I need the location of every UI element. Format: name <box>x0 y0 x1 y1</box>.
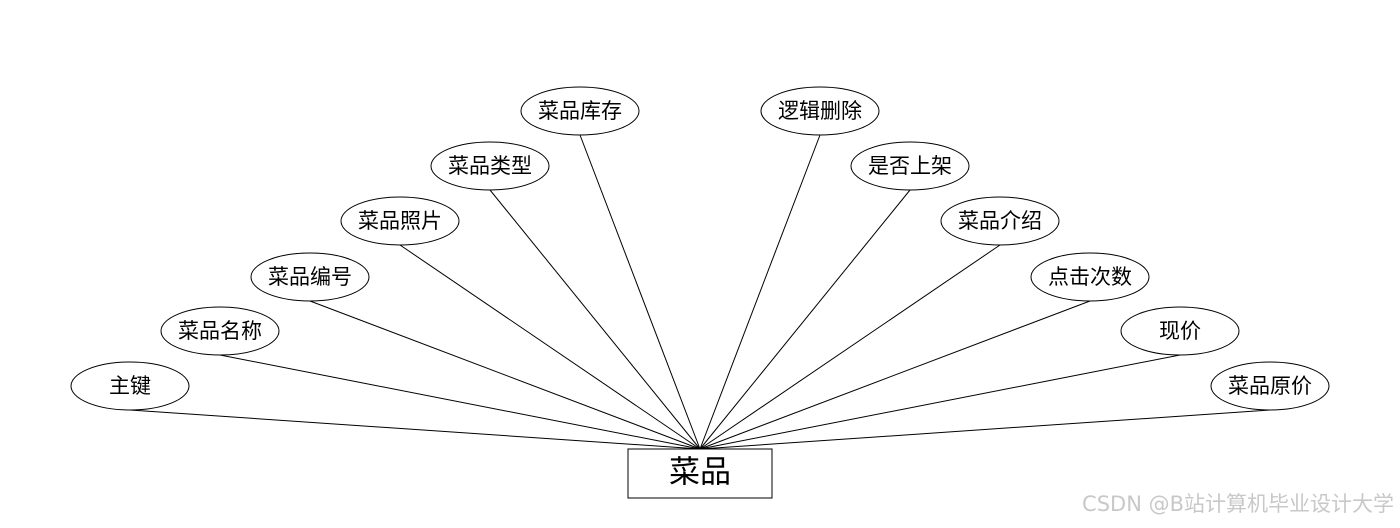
entity-box <box>627 448 773 499</box>
attribute-label: 菜品介绍 <box>958 209 1042 233</box>
attribute-dish-photo: 菜品照片 <box>340 196 460 246</box>
connector-original-price <box>699 409 1271 450</box>
attribute-ellipse <box>160 306 280 356</box>
connector-primary-key <box>129 409 701 450</box>
connector-dish-photo <box>399 244 701 450</box>
entity-dish: 菜品 <box>627 448 773 499</box>
connector-dish-intro <box>699 244 1001 450</box>
attribute-label: 是否上架 <box>868 154 952 178</box>
attribute-click-count: 点击次数 <box>1030 252 1150 302</box>
attribute-ellipse <box>940 196 1060 246</box>
attribute-ellipse <box>70 361 190 411</box>
attribute-dish-type: 菜品类型 <box>430 141 550 191</box>
connector-dish-type <box>489 189 701 450</box>
csdn-watermark: CSDN @B站计算机毕业设计大学 <box>1082 492 1394 516</box>
attribute-original-price: 菜品原价 <box>1210 361 1330 411</box>
attribute-logical-delete: 逻辑删除 <box>760 86 880 136</box>
attribute-label: 菜品原价 <box>1228 374 1312 398</box>
attribute-is-listed: 是否上架 <box>850 141 970 191</box>
attribute-label: 点击次数 <box>1048 265 1132 289</box>
connector-is-listed <box>699 189 911 450</box>
attribute-label: 逻辑删除 <box>778 99 862 123</box>
attribute-ellipse <box>430 141 550 191</box>
attribute-dish-intro: 菜品介绍 <box>940 196 1060 246</box>
attribute-label: 菜品库存 <box>538 99 622 123</box>
attribute-dish-number: 菜品编号 <box>250 252 370 302</box>
attribute-ellipse <box>850 141 970 191</box>
attribute-dish-stock: 菜品库存 <box>520 86 640 136</box>
attribute-label: 菜品照片 <box>358 209 442 233</box>
attribute-ellipse <box>520 86 640 136</box>
attribute-dish-name: 菜品名称 <box>160 306 280 356</box>
attribute-label: 菜品类型 <box>448 154 532 178</box>
attribute-ellipse <box>1030 252 1150 302</box>
attribute-label: 主键 <box>109 374 151 398</box>
connector-dish-stock <box>579 134 701 450</box>
connector-current-price <box>699 354 1181 450</box>
connector-lines <box>129 134 1271 450</box>
attribute-ellipse <box>1210 361 1330 411</box>
attribute-ellipse <box>760 86 880 136</box>
entity-label: 菜品 <box>669 455 731 491</box>
connector-click-count <box>699 300 1091 450</box>
attribute-primary-key: 主键 <box>70 361 190 411</box>
connector-dish-name <box>219 354 701 450</box>
connector-dish-number <box>309 300 701 450</box>
attribute-ellipse <box>340 196 460 246</box>
attribute-group: 主键 菜品名称 菜品编号 菜品照片 菜品类型 菜品库存 逻辑删除是否上架菜品介绍点击次数现价… <box>70 86 1330 411</box>
attribute-ellipse <box>1120 306 1240 356</box>
attribute-label: 菜品编号 <box>268 265 352 289</box>
attribute-label: 现价 <box>1159 319 1201 343</box>
attribute-current-price: 现价 <box>1120 306 1240 356</box>
attribute-label: 菜品名称 <box>178 319 262 343</box>
connector-logical-delete <box>699 134 821 450</box>
attribute-ellipse <box>250 252 370 302</box>
